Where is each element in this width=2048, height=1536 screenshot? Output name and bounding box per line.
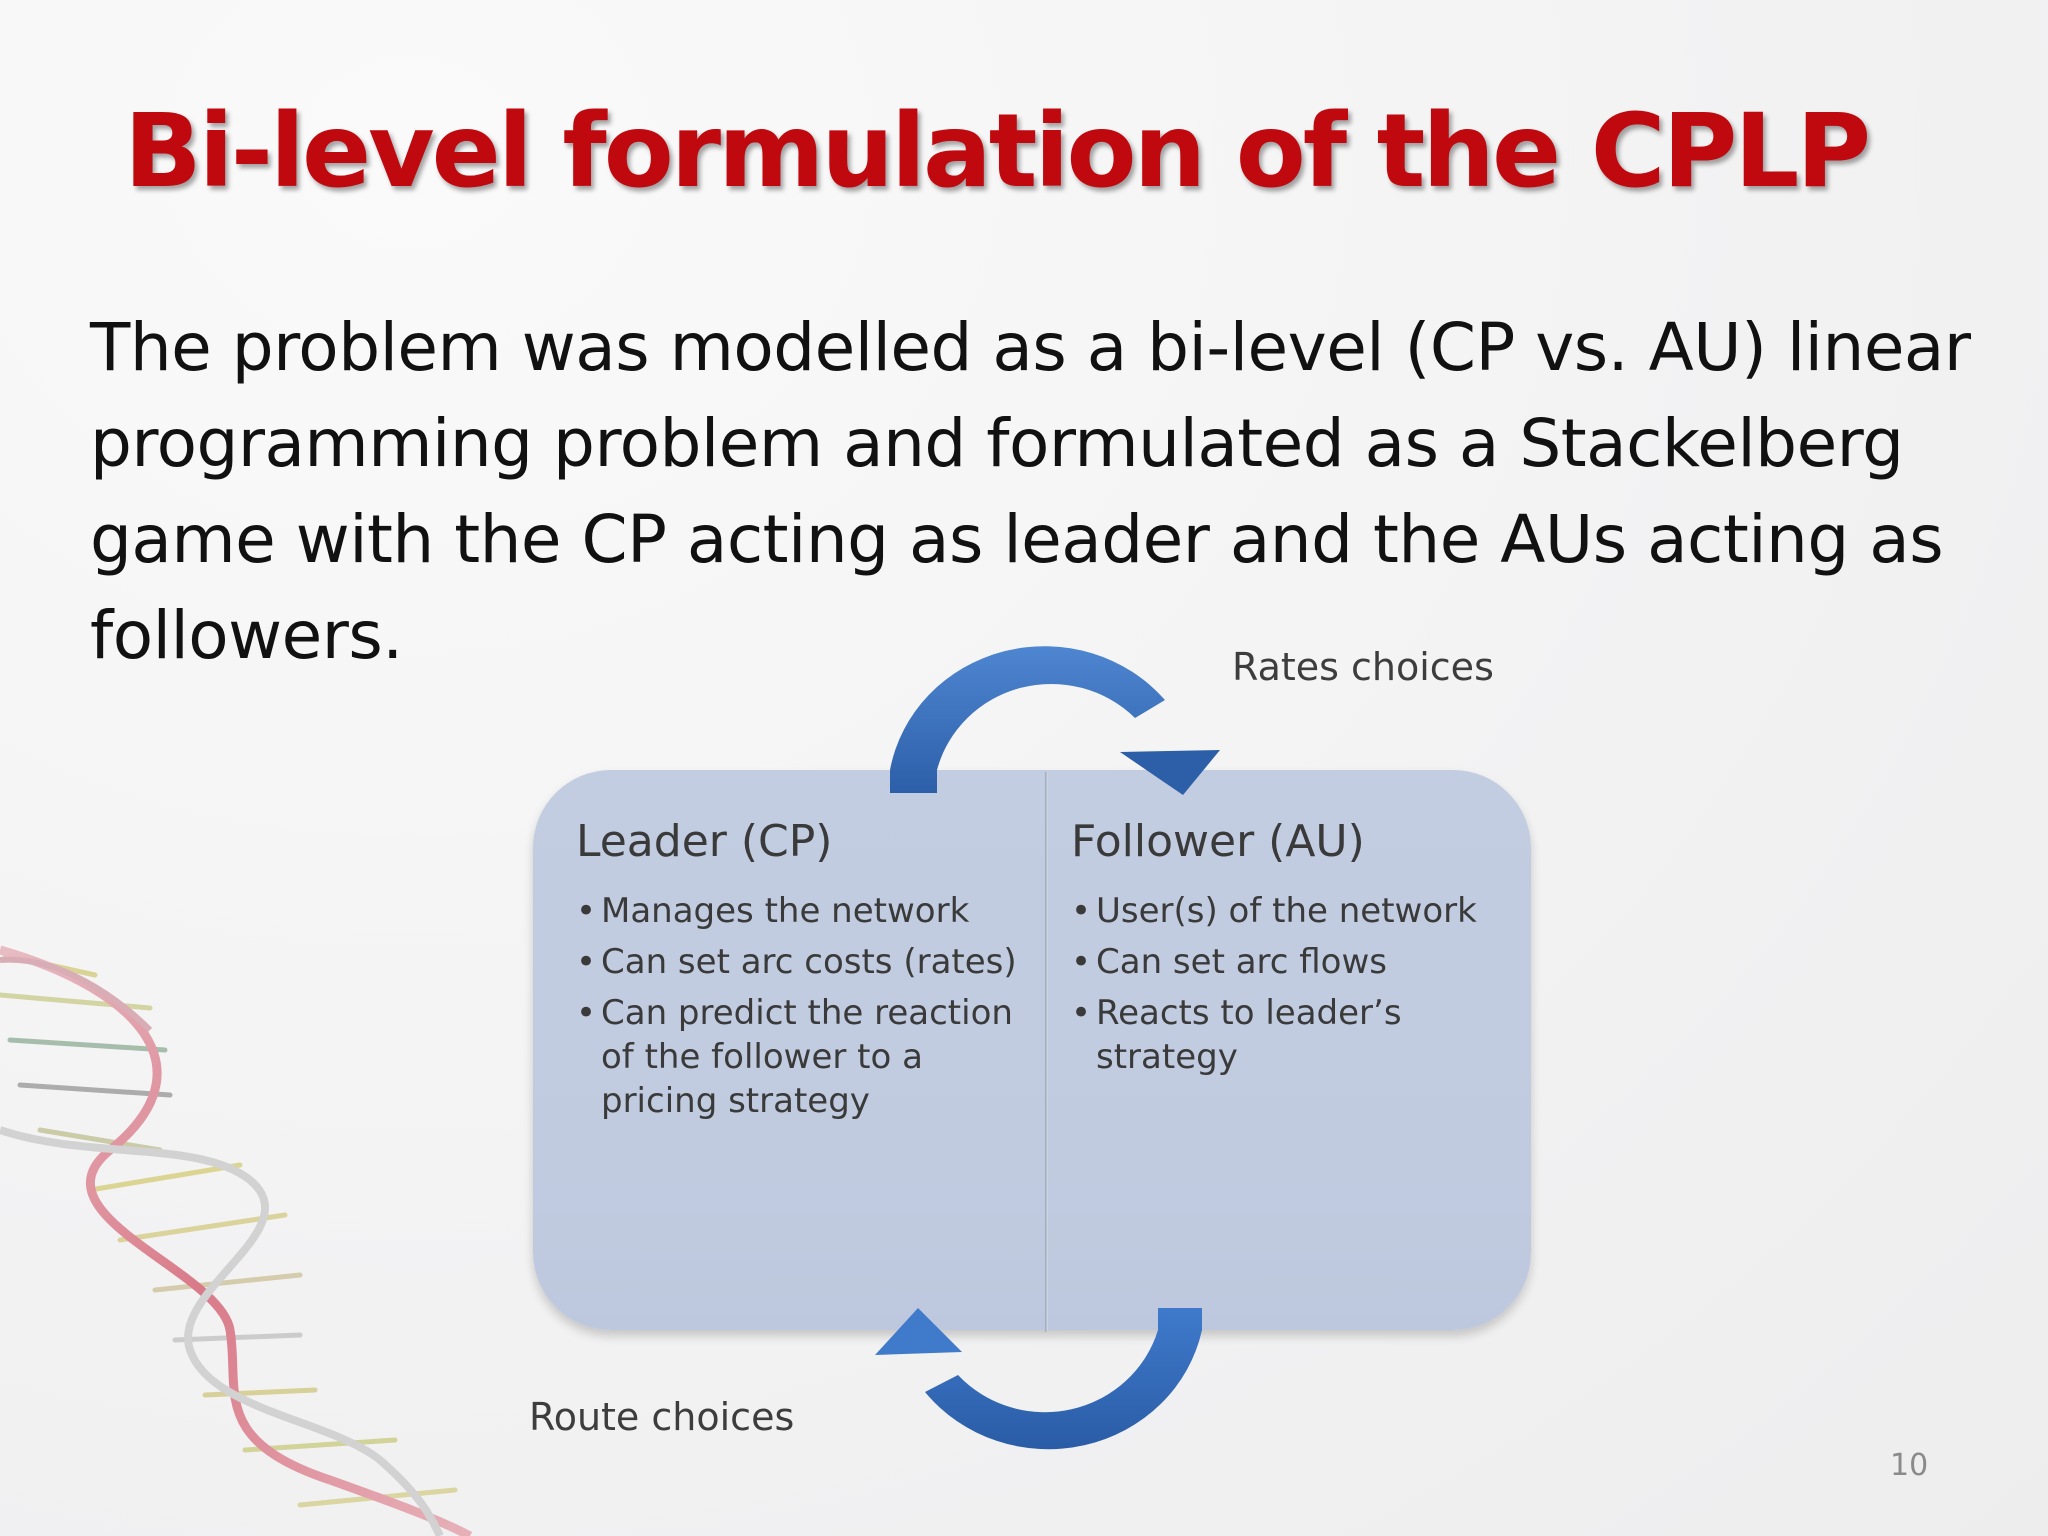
list-item: • Can set arc flows <box>1071 940 1511 984</box>
list-item: • Reacts to leader’s strategy <box>1071 991 1511 1079</box>
bullet-icon: • <box>1071 891 1092 931</box>
list-item: • Manages the network <box>576 889 1046 933</box>
list-item-text: User(s) of the network <box>1096 891 1477 931</box>
route-arrow-icon <box>875 1308 1202 1450</box>
leader-list: • Manages the network • Can set arc cost… <box>576 889 1046 1123</box>
follower-column: Follower (AU) • User(s) of the network •… <box>1071 816 1511 1086</box>
bullet-icon: • <box>1071 993 1092 1033</box>
slide-title: Bi-level formulation of the CPLP <box>124 92 1871 211</box>
list-item-text: Can set arc costs (rates) <box>601 942 1017 982</box>
rates-arrow-icon <box>890 646 1220 795</box>
route-choices-label: Route choices <box>529 1395 795 1439</box>
list-item-text: Reacts to leader’s strategy <box>1096 993 1402 1077</box>
body-line: programming problem and formulated as a … <box>90 405 1904 482</box>
page-number: 10 <box>1890 1448 1929 1483</box>
body-line: The problem was modelled as a bi-level (… <box>90 309 1971 386</box>
list-item-text: Manages the network <box>601 891 970 931</box>
bullet-icon: • <box>576 891 597 931</box>
list-item: • Can predict the reaction of the follow… <box>576 991 1046 1123</box>
rates-choices-label: Rates choices <box>1232 645 1494 689</box>
body-paragraph: The problem was modelled as a bi-level (… <box>90 300 1990 684</box>
list-item-text: Can set arc flows <box>1096 942 1388 982</box>
body-line: followers. <box>90 597 403 674</box>
diagram-panel <box>533 770 1531 1330</box>
panel-divider <box>1045 772 1048 1332</box>
list-item: • User(s) of the network <box>1071 889 1511 933</box>
bullet-icon: • <box>1071 942 1092 982</box>
follower-list: • User(s) of the network • Can set arc f… <box>1071 889 1511 1079</box>
list-item-text: Can predict the reaction of the follower… <box>601 993 1013 1121</box>
leader-title: Leader (CP) <box>576 816 833 867</box>
follower-title: Follower (AU) <box>1071 816 1365 867</box>
body-line: game with the CP acting as leader and th… <box>90 501 1944 578</box>
bullet-icon: • <box>576 942 597 982</box>
list-item: • Can set arc costs (rates) <box>576 940 1046 984</box>
leader-column: Leader (CP) • Manages the network • Can … <box>576 816 1046 1130</box>
bullet-icon: • <box>576 993 597 1033</box>
